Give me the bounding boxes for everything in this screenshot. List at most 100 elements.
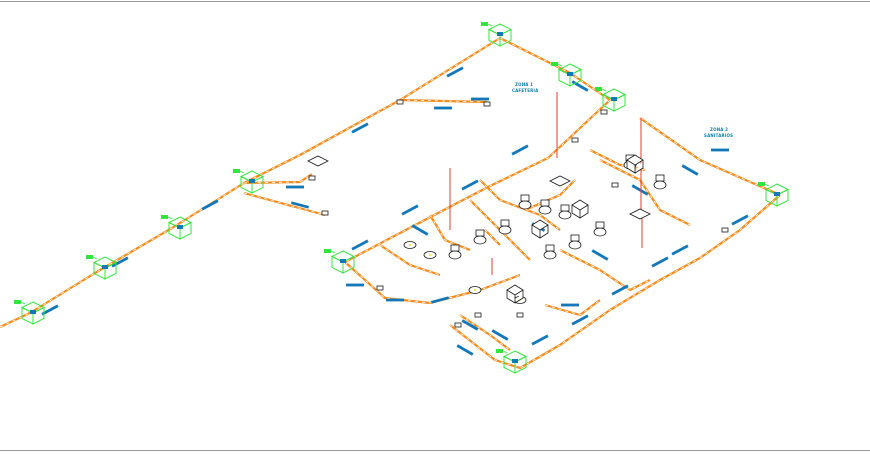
meter-box — [324, 249, 356, 274]
sanitary-fixtures — [307, 99, 729, 328]
pipe-tag — [591, 249, 609, 261]
pipe-tag — [286, 185, 304, 189]
pipe-tag — [651, 256, 669, 268]
meter-box — [595, 87, 627, 112]
meter-tag — [774, 192, 780, 196]
pipe-tag — [351, 122, 369, 134]
pipe-centerline — [599, 159, 691, 226]
zone-1-label: ZONA 1 CAFETERIA — [512, 82, 539, 93]
pipe-tag — [681, 164, 699, 176]
pipe-centerline — [399, 99, 488, 103]
viewport-top-border — [0, 1, 870, 2]
meter-box-face — [104, 261, 117, 280]
valve-fitting — [483, 101, 491, 107]
meter-flag — [14, 300, 21, 304]
pipe-tag — [571, 80, 589, 92]
pipe-tag — [511, 144, 529, 156]
toilet-fixture — [473, 235, 487, 245]
meter-tag — [497, 32, 503, 36]
pipe-tag — [456, 344, 474, 356]
meter-box — [86, 255, 118, 280]
toilet-tank — [500, 219, 510, 227]
cabinet-fixture — [531, 219, 549, 239]
meter-box-face — [179, 221, 192, 240]
meter-tag — [340, 259, 346, 263]
pipe-segment — [379, 244, 441, 277]
pipe-tag — [631, 184, 649, 196]
meter-flag — [233, 169, 240, 173]
pipe-centerline — [544, 299, 601, 316]
pipe-tag — [351, 239, 369, 251]
pipe-tag — [471, 97, 489, 101]
pipe-centerline — [459, 314, 511, 351]
toilet-fixture — [593, 227, 607, 237]
valve-fitting — [454, 322, 462, 328]
meter-tag — [177, 225, 183, 229]
valve-fitting — [571, 137, 579, 143]
viewport-bottom-border — [0, 450, 870, 451]
meter-box — [496, 349, 528, 374]
toilet-tank — [475, 229, 485, 237]
meter-flag — [161, 215, 168, 219]
meter-flag — [86, 255, 93, 259]
toilet-tank — [595, 221, 605, 229]
zone-1-title: ZONA 1 — [515, 82, 533, 87]
meter-tag — [567, 72, 573, 76]
meter-flag-leader — [167, 216, 173, 220]
meter-flag-leader — [557, 63, 563, 67]
pipe-centerline — [243, 173, 313, 184]
meter-box-face — [32, 306, 45, 325]
meter-flag-leader — [487, 23, 493, 27]
cabinet-fixture — [571, 199, 589, 219]
pipe-segment — [639, 117, 781, 197]
pipe-tag — [41, 304, 59, 316]
pipe-centerline — [559, 249, 651, 291]
drain-marker — [429, 254, 431, 256]
cabinet-fixture — [626, 154, 644, 174]
meter-box-face — [331, 255, 344, 274]
meter-box-face — [613, 93, 626, 112]
pipe-segment — [484, 229, 501, 246]
meter-box-face — [499, 28, 512, 47]
drain-marker — [474, 289, 476, 291]
meter-box — [233, 169, 265, 194]
toilet-fixture — [568, 240, 582, 250]
pipe-tag — [671, 244, 689, 256]
pipe-tag — [461, 179, 479, 191]
meter-box — [481, 22, 513, 47]
pipe-tag — [430, 296, 450, 304]
meter-box — [758, 182, 790, 207]
toilet-tank — [560, 204, 570, 212]
pipe-tag — [731, 214, 749, 226]
meter-flag-leader — [502, 350, 508, 354]
pipe-segment — [344, 261, 521, 305]
pipe-tag — [386, 298, 404, 302]
pipe-centerline — [344, 99, 611, 263]
toilet-tank — [540, 199, 550, 207]
pipe-tag — [446, 66, 464, 78]
valve-fitting — [308, 175, 316, 181]
sink-fixture — [629, 208, 651, 220]
meter-flag-leader — [239, 170, 245, 174]
pipe-tag — [611, 284, 629, 296]
cabinet-fixture — [506, 284, 524, 304]
toilet-fixture — [558, 210, 572, 220]
valve-fitting — [376, 285, 384, 291]
meter-tag — [611, 97, 617, 101]
pipe-tag — [461, 319, 479, 331]
sink-fixture — [549, 175, 571, 187]
pipe-tag — [201, 199, 219, 211]
meter-flag — [496, 349, 503, 353]
valve-fitting — [600, 109, 608, 115]
pipe-tag — [571, 314, 589, 326]
toilet-fixture — [653, 180, 667, 190]
pipe-segment — [524, 179, 576, 212]
toilet-tank — [570, 234, 580, 242]
meter-box — [551, 62, 583, 87]
meter-tag — [102, 265, 108, 269]
pipe-network — [0, 37, 781, 370]
pipe-tag — [401, 204, 419, 216]
pipe-centerline — [379, 244, 441, 276]
meter-flag — [758, 182, 765, 186]
